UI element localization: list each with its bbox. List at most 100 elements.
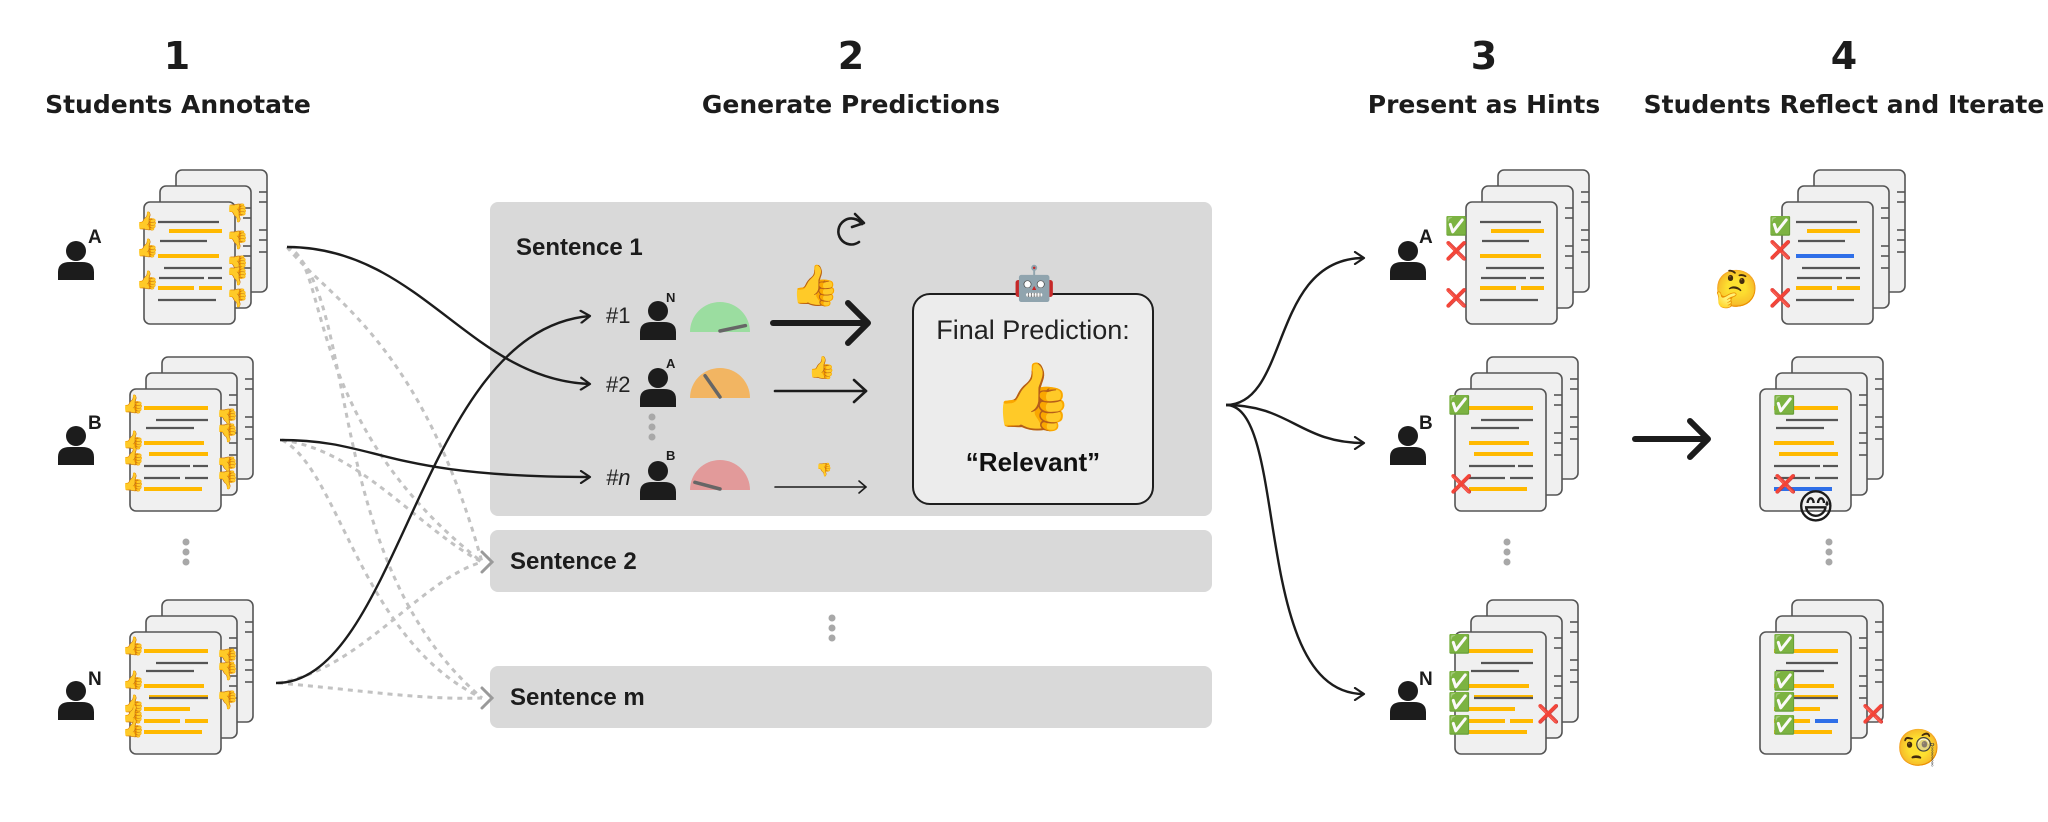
thumbs-up-icon: 👍: [991, 358, 1075, 435]
check-icon: ✅: [1773, 634, 1796, 655]
doc-stack-hints-b: [1454, 356, 1579, 512]
cross-icon: ❌: [1445, 241, 1468, 262]
thumbs-up-icon: 👍: [122, 472, 145, 493]
step-2-title: Generate Predictions: [701, 90, 1001, 119]
thumbs-up-icon: 👍: [122, 704, 145, 725]
thumbs-down-icon: 👎: [216, 423, 239, 444]
cross-icon: ❌: [1769, 240, 1792, 261]
check-icon: ✅: [1773, 692, 1796, 713]
thumbs-up-icon: 👍: [136, 238, 159, 259]
ellipsis-dots: [182, 413, 1833, 642]
hint-connector-n: [1225, 403, 1364, 694]
medium-thumbs-up-icon: 👍: [808, 356, 836, 381]
rank-n-student-id: B: [666, 448, 676, 463]
cross-icon: ❌: [1445, 288, 1468, 309]
student-b-hint-id: B: [1419, 413, 1433, 434]
thumbs-down-icon: 👎: [216, 648, 239, 669]
doc-stack-student-b: [129, 356, 254, 512]
dashed-connector: [286, 245, 483, 564]
doc-stack-reflect-b: [1759, 356, 1884, 512]
check-icon: ✅: [1773, 395, 1796, 416]
final-prediction-title: Final Prediction:: [936, 315, 1130, 345]
solid-connectors: [275, 245, 590, 685]
check-icon: ✅: [1448, 395, 1471, 416]
thumbs-up-icon: 👍: [136, 270, 159, 291]
gauge-needle: [703, 373, 722, 399]
check-icon: ✅: [1773, 671, 1796, 692]
arrowhead-icon: [480, 550, 495, 574]
step-3-title: Present as Hints: [1367, 90, 1601, 119]
thumbs-down-icon: 👎: [216, 690, 239, 711]
vote-arrows: [770, 300, 871, 494]
sentence-2-label: Sentence 2: [510, 548, 637, 575]
gauge-needle: [718, 323, 748, 333]
hint-connector-a: [1225, 258, 1364, 407]
monocle-face-icon: 🧐: [1896, 728, 1941, 769]
doc-stack-student-n: [129, 599, 254, 755]
student-a-id: A: [88, 227, 102, 248]
iterate-arrow: [1632, 418, 1711, 460]
student-b-id: B: [88, 413, 102, 434]
cross-icon: ❌: [1450, 474, 1473, 495]
sentence-m-label: Sentence m: [510, 684, 645, 711]
rank-1-label: #1: [606, 303, 631, 328]
dashed-arrowheads: [480, 550, 495, 710]
cross-icon: ❌: [1862, 704, 1885, 725]
thumbs-down-icon: 👎: [216, 408, 239, 429]
doc-stack-hints-n: [1454, 599, 1579, 755]
connector-student-a: [286, 245, 590, 384]
person-icon: [640, 368, 676, 407]
step-4-number: 4: [1830, 34, 1858, 78]
arrowhead-icon: [480, 686, 495, 710]
check-icon: ✅: [1448, 634, 1471, 655]
rank-2-label: #2: [606, 372, 631, 397]
thumbs-down-icon: 👎: [226, 288, 249, 309]
hint-connectors: [1225, 258, 1364, 694]
dashed-connector: [281, 438, 483, 700]
doc-stack-reflect-n: [1759, 599, 1884, 755]
gauge-low: [690, 460, 750, 490]
thumbs-down-icon: 👎: [226, 203, 249, 224]
sweat-smile-icon: 😅: [1797, 487, 1835, 528]
cross-icon: ❌: [1769, 288, 1792, 309]
robot-icon: 🤖: [1013, 264, 1056, 304]
gauge-high: [690, 302, 750, 332]
cross-icon: ❌: [1774, 474, 1797, 495]
check-icon: ✅: [1448, 671, 1471, 692]
check-icon: ✅: [1769, 216, 1792, 237]
cross-icon: ❌: [1537, 704, 1560, 725]
sentence-1-label: Sentence 1: [516, 234, 643, 261]
thumbs-up-icon: 👍: [122, 636, 145, 657]
weak-thumbs-down-icon: 👎: [816, 463, 833, 478]
arrowhead-icon: [852, 378, 868, 404]
thumbs-down-icon: 👎: [226, 230, 249, 251]
step-1-number: 1: [163, 34, 191, 78]
thumbs-up-icon: 👍: [122, 446, 145, 467]
sentence-2-panel[interactable]: [490, 530, 1212, 592]
document-page: [1781, 201, 1874, 325]
sentence-m-panel[interactable]: [490, 666, 1212, 728]
final-prediction-label: “Relevant”: [965, 447, 1101, 477]
thumbs-down-icon: 👎: [216, 456, 239, 477]
check-icon: ✅: [1448, 692, 1471, 713]
rank-1-student-id: N: [666, 290, 676, 305]
thumbs-up-icon: 👍: [122, 718, 145, 739]
strong-thumbs-up-icon: 👍: [790, 263, 840, 309]
gauge-medium: [690, 368, 750, 398]
thumbs-up-icon: 👍: [122, 430, 145, 451]
thumbs-up-icon: 👍: [136, 211, 159, 232]
rank-2-student-id: A: [666, 356, 676, 371]
doc-stack-reflect-a: [1781, 169, 1906, 325]
final-prediction-card: Final Prediction: 👍 “Relevant”: [912, 293, 1154, 505]
thumbs-down-icon: 👎: [216, 661, 239, 682]
step-2-number: 2: [837, 34, 865, 78]
arrowhead-icon: [845, 300, 871, 346]
dashed-connector: [277, 681, 483, 700]
arrowhead-icon: [858, 480, 867, 494]
hint-connector-b: [1225, 403, 1364, 443]
thumbs-down-icon: 👎: [226, 255, 249, 276]
document-page: [1465, 201, 1558, 325]
connector-student-n: [275, 316, 590, 685]
check-icon: ✅: [1448, 715, 1471, 736]
